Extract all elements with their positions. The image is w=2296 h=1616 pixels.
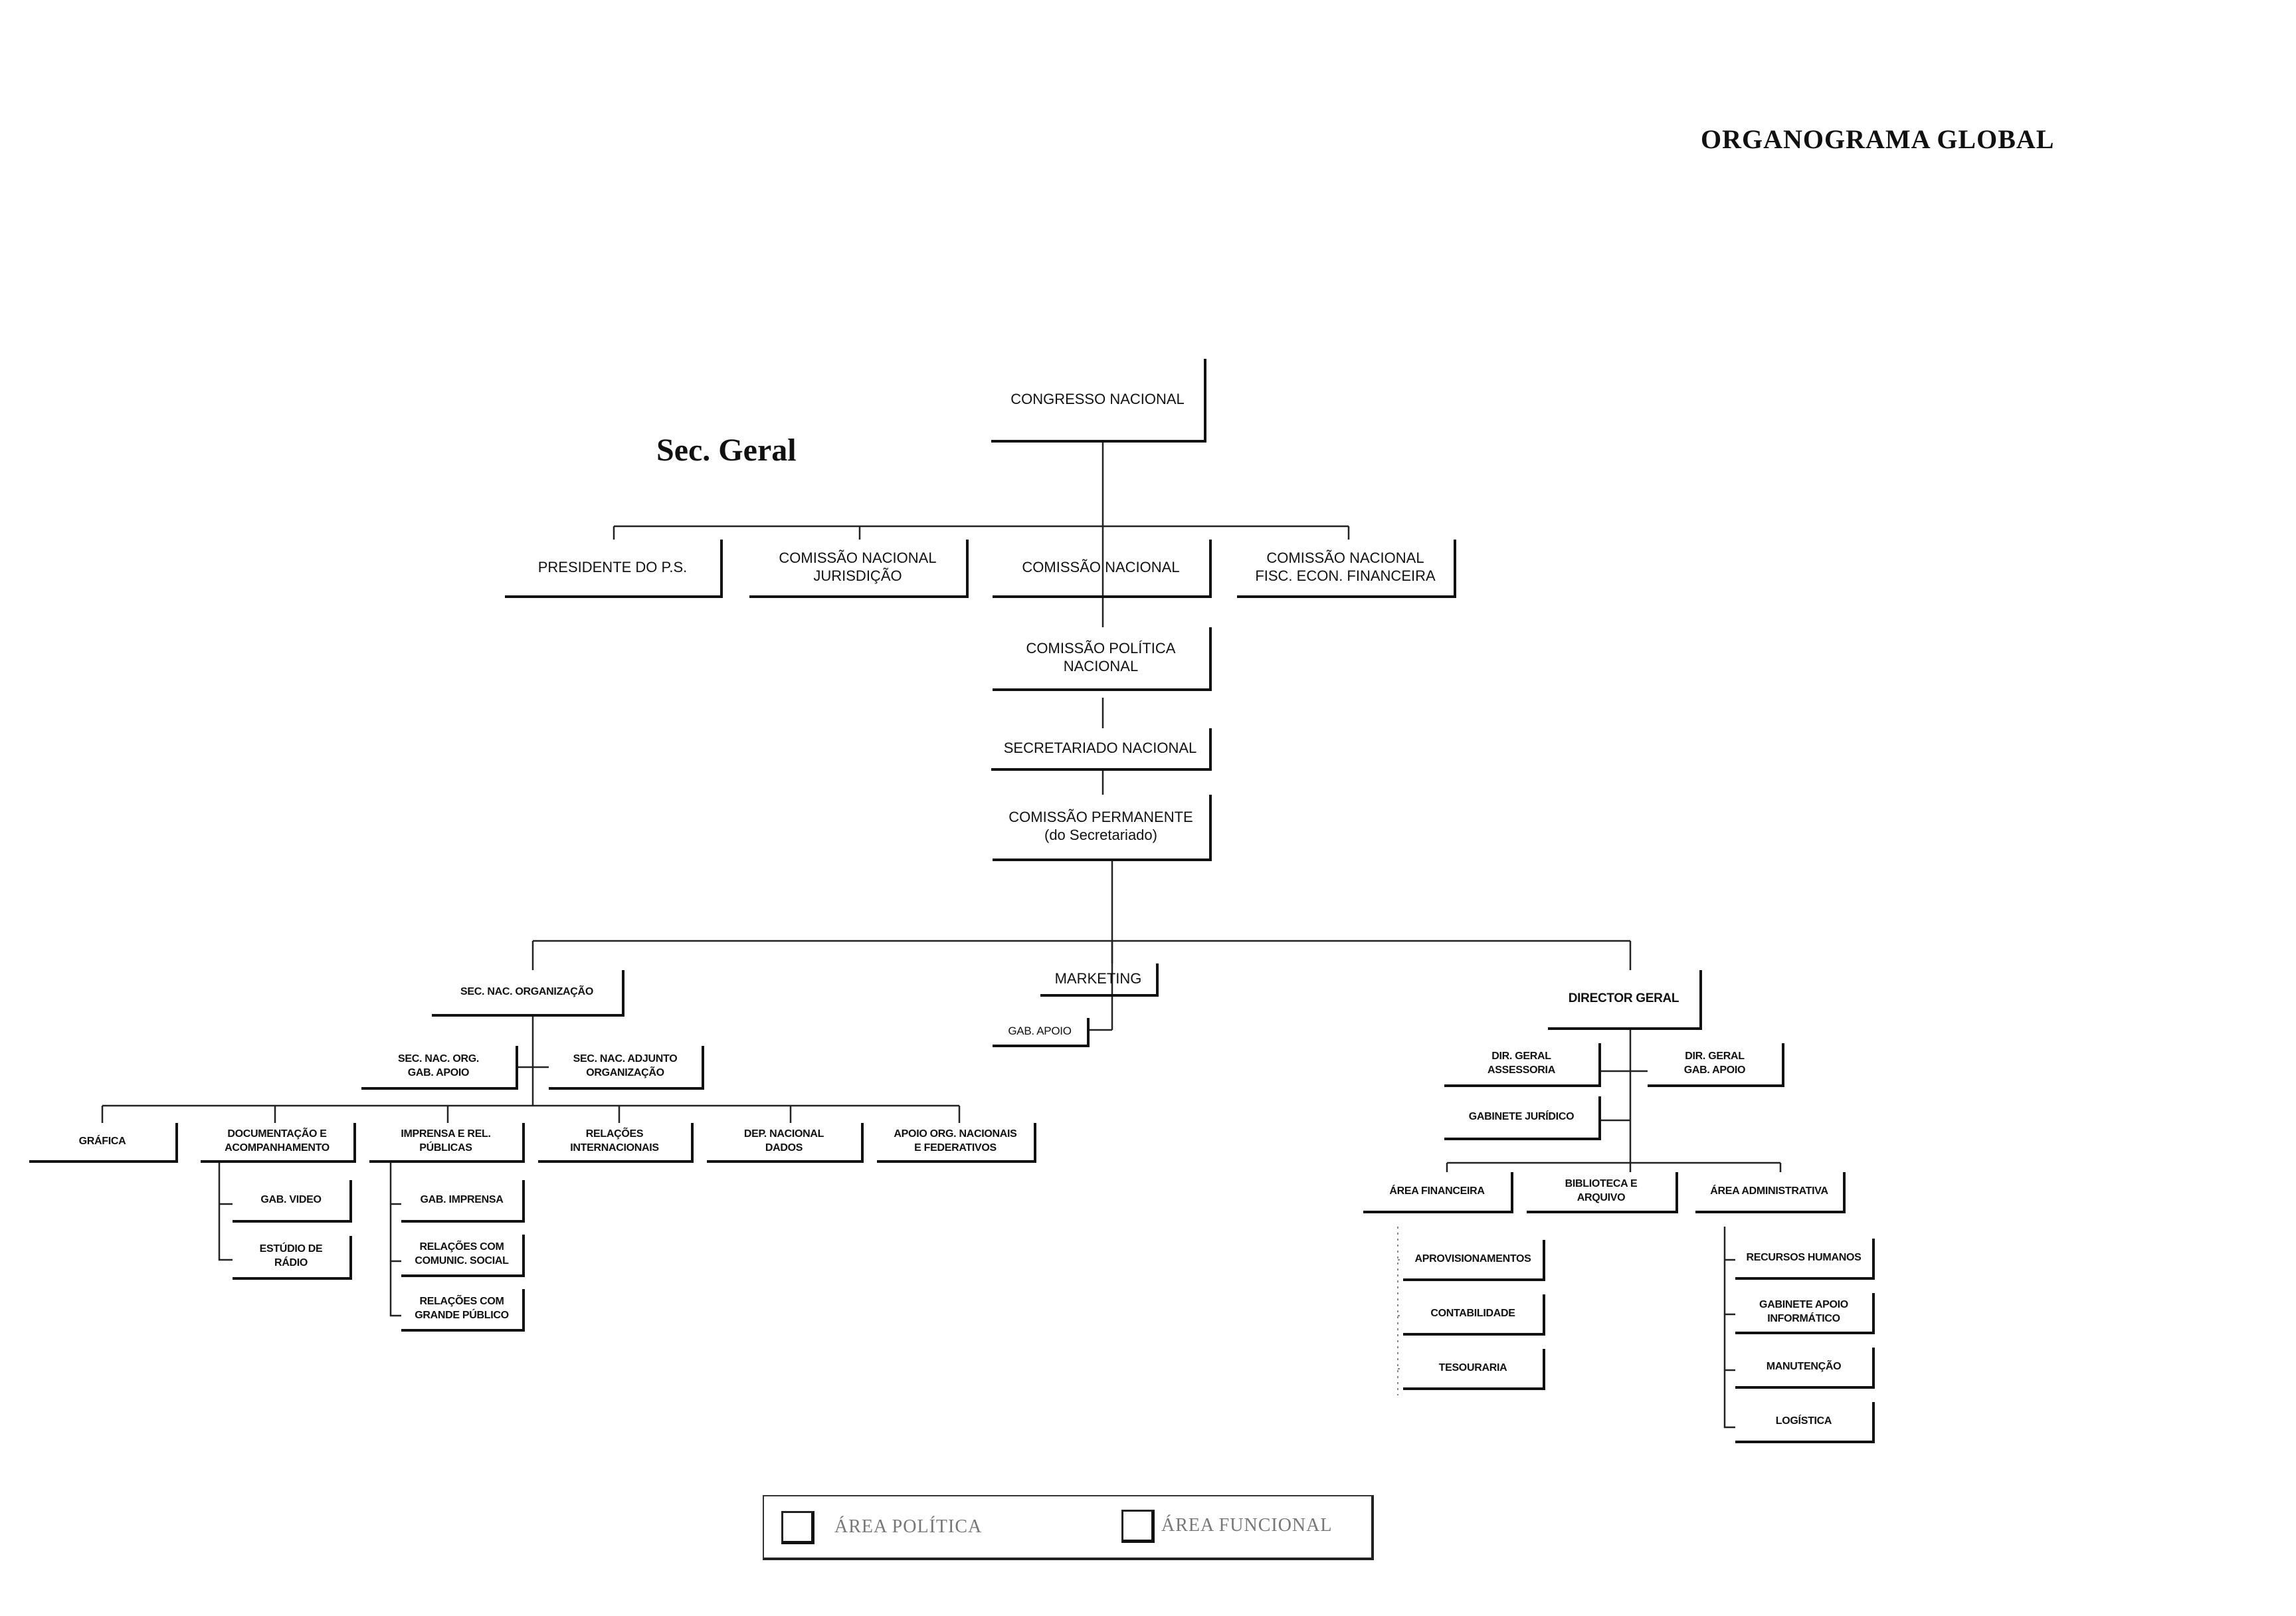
node-relacoes-internacionais: RELAÇÕES INTERNACIONAIS — [538, 1123, 694, 1163]
legend-label-funcional: ÁREA FUNCIONAL — [1161, 1515, 1333, 1536]
node-presidente-ps: PRESIDENTE DO P.S. — [505, 540, 723, 598]
node-dir-geral-assessoria: DIR. GERAL ASSESSORIA — [1444, 1043, 1601, 1087]
node-contabilidade: CONTABILIDADE — [1403, 1294, 1545, 1336]
node-congresso-nacional: CONGRESSO NACIONAL — [991, 359, 1206, 443]
node-imprensa: IMPRENSA E REL. PÚBLICAS — [369, 1123, 525, 1163]
page-subtitle: Sec. Geral — [656, 433, 797, 468]
node-area-financeira: ÁREA FINANCEIRA — [1363, 1172, 1513, 1213]
legend-swatch-politica — [781, 1511, 814, 1544]
node-comissao-permanente: COMISSÃO PERMANENTE (do Secretariado) — [993, 795, 1212, 861]
node-gabinete-juridico: GABINETE JURÍDICO — [1444, 1096, 1601, 1140]
node-comissao-nacional: COMISSÃO NACIONAL — [993, 540, 1212, 598]
node-secretariado-nacional: SECRETARIADO NACIONAL — [991, 728, 1212, 771]
node-sec-nac-adjunto: SEC. NAC. ADJUNTO ORGANIZAÇÃO — [549, 1046, 704, 1090]
node-comissao-fisc: COMISSÃO NACIONAL FISC. ECON. FINANCEIRA — [1237, 540, 1456, 598]
node-grafica: GRÁFICA — [29, 1123, 178, 1163]
node-comissao-politica: COMISSÃO POLÍTICA NACIONAL — [993, 627, 1212, 691]
node-apoio-org-nacionais: APOIO ORG. NACIONAIS E FEDERATIVOS — [877, 1123, 1036, 1163]
node-documentacao: DOCUMENTAÇÃO E ACOMPANHAMENTO — [201, 1123, 356, 1163]
node-tesouraria: TESOURARIA — [1403, 1349, 1545, 1390]
node-estudio-radio: ESTÚDIO DE RÁDIO — [233, 1236, 352, 1280]
legend: ÁREA POLÍTICA ÁREA FUNCIONAL — [763, 1495, 1374, 1560]
node-dir-geral-gab-apoio: DIR. GERAL GAB. APOIO — [1648, 1043, 1784, 1087]
node-relacoes-grande-publico: RELAÇÕES COM GRANDE PÚBLICO — [401, 1289, 525, 1332]
node-gabinete-apoio-informatico: GABINETE APOIO INFORMÁTICO — [1735, 1293, 1875, 1334]
node-gab-apoio-marketing: GAB. APOIO — [993, 1018, 1090, 1047]
node-marketing: MARKETING — [1040, 963, 1159, 997]
node-dep-nacional-dados: DEP. NACIONAL DADOS — [707, 1123, 864, 1163]
node-director-geral: DIRECTOR GERAL — [1548, 970, 1702, 1030]
node-logistica: LOGÍSTICA — [1735, 1402, 1875, 1443]
node-comissao-jurisdicao: COMISSÃO NACIONAL JURISDIÇÃO — [749, 540, 969, 598]
node-sec-nac-org-gab-apoio: SEC. NAC. ORG. GAB. APOIO — [361, 1046, 518, 1090]
page-title: ORGANOGRAMA GLOBAL — [1701, 124, 2055, 154]
node-area-administrativa: ÁREA ADMINISTRATIVA — [1695, 1172, 1846, 1213]
node-biblioteca-arquivo: BIBLIOTECA E ARQUIVO — [1527, 1172, 1678, 1213]
node-gab-video: GAB. VIDEO — [233, 1180, 352, 1223]
node-relacoes-comunic-social: RELAÇÕES COM COMUNIC. SOCIAL — [401, 1235, 525, 1277]
legend-label-politica: ÁREA POLÍTICA — [834, 1516, 983, 1537]
node-gab-imprensa: GAB. IMPRENSA — [401, 1180, 525, 1223]
node-manutencao: MANUTENÇÃO — [1735, 1348, 1875, 1389]
node-sec-nac-organizacao: SEC. NAC. ORGANIZAÇÃO — [432, 970, 624, 1017]
legend-swatch-funcional — [1121, 1510, 1155, 1543]
node-recursos-humanos: RECURSOS HUMANOS — [1735, 1239, 1875, 1280]
node-aprovisionamentos: APROVISIONAMENTOS — [1403, 1240, 1545, 1281]
